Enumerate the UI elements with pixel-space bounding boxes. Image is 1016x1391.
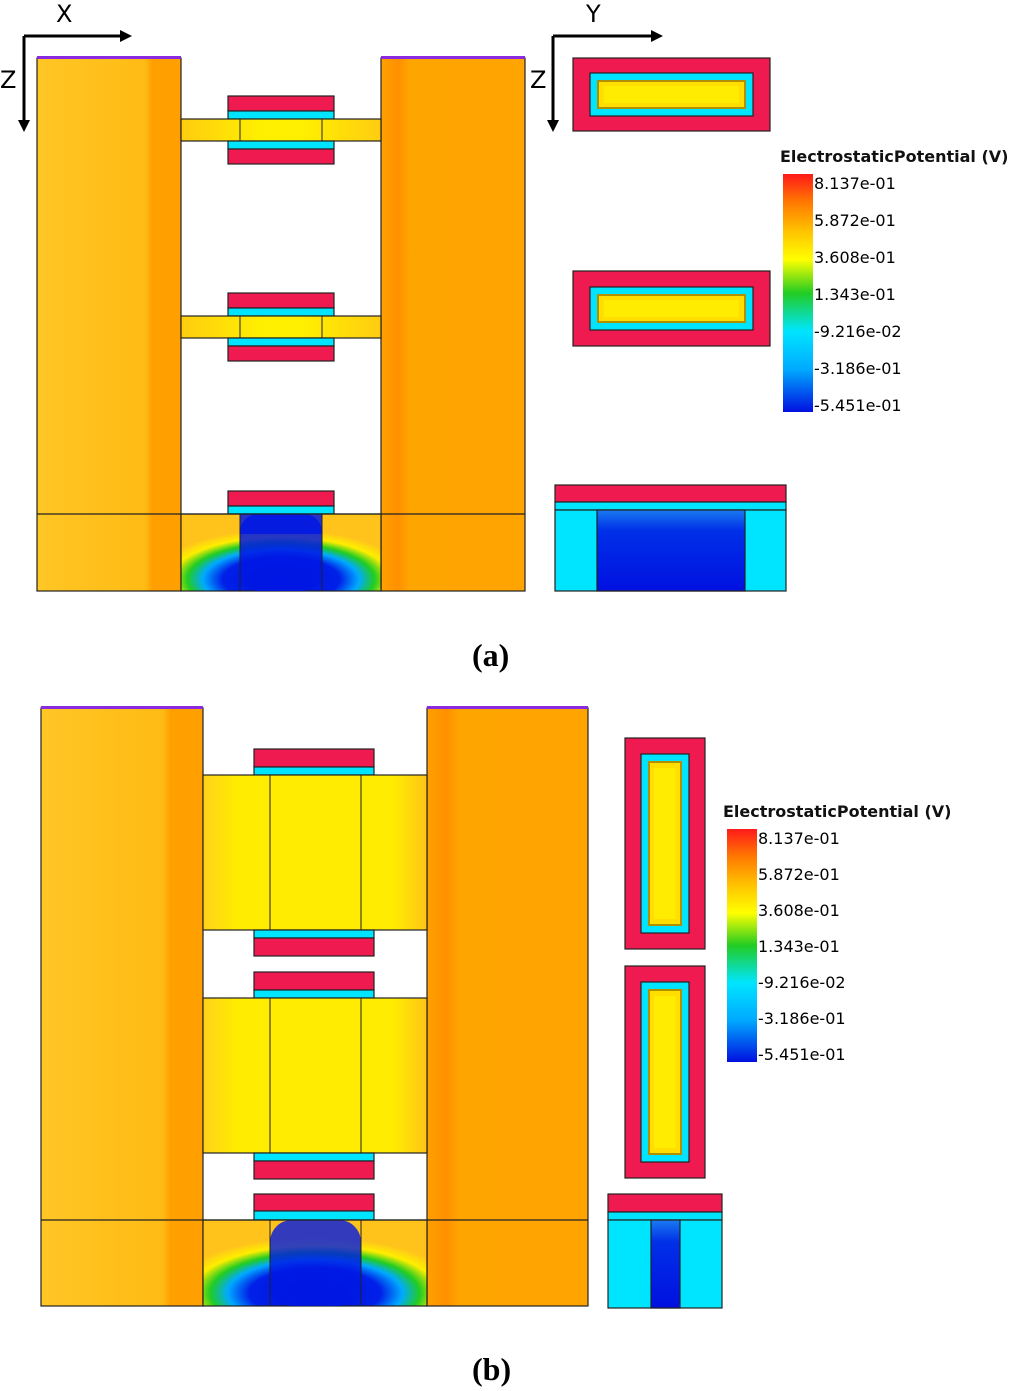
legend-tick: -9.216e-02	[814, 322, 902, 341]
z-arrow-icon	[547, 120, 559, 132]
bottom-gate-substrate	[37, 490, 525, 592]
legend-ticks: 8.137e-01 5.872e-01 3.608e-01 1.343e-01 …	[758, 829, 846, 1064]
legend-tick: 5.872e-01	[758, 865, 840, 884]
legend-tick: -3.186e-01	[814, 359, 902, 378]
colorbar	[727, 829, 757, 1062]
z-arrow-icon	[18, 120, 30, 132]
axis-label-x: X	[56, 0, 72, 28]
legend-tick: 8.137e-01	[814, 174, 896, 193]
legend-a: ElectrostaticPotential (V) 8.137e-01 5.8…	[780, 147, 1008, 415]
legend-tick: 1.343e-01	[758, 937, 840, 956]
legend-tick: 8.137e-01	[758, 829, 840, 848]
axis-label-y: Y	[585, 0, 601, 28]
y-arrow-icon	[651, 30, 663, 42]
axis-label-z-left: Z	[0, 66, 16, 94]
legend-tick: 3.608e-01	[758, 901, 840, 920]
legend-tick: 5.872e-01	[814, 211, 896, 230]
cross-section-2	[572, 270, 771, 347]
x-arrow-icon	[120, 30, 132, 42]
cross-section-1	[624, 737, 706, 950]
cross-section-2	[624, 965, 706, 1179]
legend-tick: -5.451e-01	[758, 1045, 846, 1064]
legend-tick: -9.216e-02	[758, 973, 846, 992]
nanosheet-2	[202, 971, 428, 1180]
legend-tick: 3.608e-01	[814, 248, 896, 267]
cross-section-bottom	[607, 1193, 723, 1309]
yz-axes: Y Z	[530, 0, 663, 132]
colorbar	[783, 174, 813, 412]
nanosheet-1	[202, 748, 428, 957]
caption-a: (a)	[472, 637, 509, 673]
left-body	[40, 706, 204, 1307]
nanosheet-1	[180, 95, 382, 165]
panel-b: ElectrostaticPotential (V) 8.137e-01 5.8…	[40, 706, 951, 1387]
panel-a: X Z	[0, 0, 1008, 673]
cross-section-bottom	[554, 484, 787, 592]
xz-axes: X Z	[0, 0, 132, 132]
caption-b: (b)	[472, 1351, 511, 1387]
bottom-gate-substrate	[41, 1193, 588, 1307]
legend-tick: -3.186e-01	[758, 1009, 846, 1028]
right-body	[380, 56, 526, 592]
legend-tick: 1.343e-01	[814, 285, 896, 304]
legend-tick: -5.451e-01	[814, 396, 902, 415]
legend-ticks: 8.137e-01 5.872e-01 3.608e-01 1.343e-01 …	[814, 174, 902, 415]
left-body	[36, 56, 182, 592]
right-body	[426, 706, 589, 1307]
cross-section-1	[572, 57, 771, 132]
legend-title: ElectrostaticPotential (V)	[723, 802, 951, 821]
legend-title: ElectrostaticPotential (V)	[780, 147, 1008, 166]
nanosheet-2	[180, 292, 382, 362]
axis-label-z-right: Z	[530, 66, 546, 94]
legend-b: ElectrostaticPotential (V) 8.137e-01 5.8…	[723, 802, 951, 1064]
